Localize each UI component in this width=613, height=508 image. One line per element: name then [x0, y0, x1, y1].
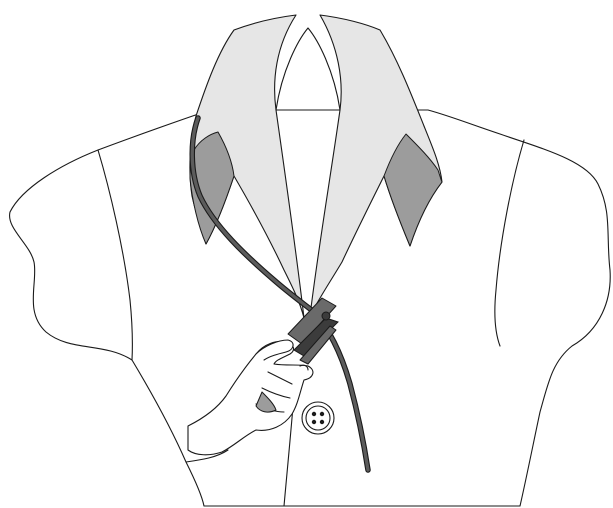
button-outer: [302, 402, 334, 434]
button-hole-2: [320, 412, 324, 416]
clip-hinge: [322, 312, 330, 320]
collar-inner-line: [276, 28, 340, 110]
button-drawing: [302, 402, 334, 434]
button-hole-3: [312, 420, 316, 424]
button-hole-1: [312, 412, 316, 416]
button-hole-4: [320, 420, 324, 424]
